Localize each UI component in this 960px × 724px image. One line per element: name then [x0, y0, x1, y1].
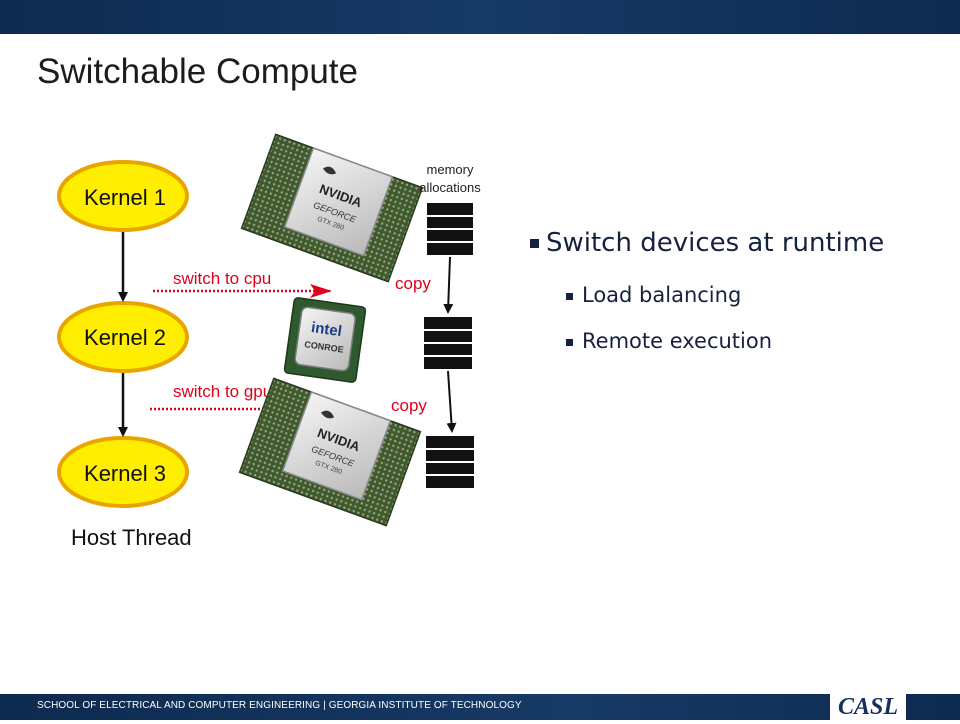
memory-label-line1: memory — [427, 162, 474, 177]
copy-arrow-1 — [443, 256, 454, 314]
kernel-1-node: Kernel 1 — [57, 160, 189, 232]
bullet-square-icon — [566, 338, 573, 346]
host-thread-label: Host Thread — [71, 525, 192, 550]
bullet-square-icon — [530, 239, 539, 248]
bullet-square-icon — [566, 292, 573, 300]
cpu-chip: intel CONROE — [283, 297, 367, 383]
kernel-2-label: Kernel 2 — [84, 325, 166, 350]
memory-label-line2: allocations — [419, 180, 481, 195]
footer-text: SCHOOL OF ELECTRICAL AND COMPUTER ENGINE… — [37, 700, 522, 711]
memory-block-1 — [427, 203, 473, 255]
kernel-3-label: Kernel 3 — [84, 461, 166, 486]
bullet-sub-1: Load balancing — [566, 283, 741, 307]
gpu-chip-top: NVIDIA GEFORCE GTX 280 — [240, 133, 424, 283]
bullet-sub-2: Remote execution — [566, 329, 772, 353]
kernel-1-label: Kernel 1 — [84, 185, 166, 210]
switch-to-cpu-label: switch to cpu — [173, 269, 271, 288]
footer-bar: SCHOOL OF ELECTRICAL AND COMPUTER ENGINE… — [0, 690, 960, 720]
bullet-main-text: Switch devices at runtime — [546, 228, 885, 258]
copy-label-2: copy — [391, 396, 427, 415]
bullet-sub-2-text: Remote execution — [582, 329, 773, 353]
copy-label-1: copy — [395, 274, 431, 293]
slide-title: Switchable Compute — [37, 52, 358, 91]
bullet-sub-1-text: Load balancing — [582, 283, 742, 307]
casl-logo: CASL — [830, 690, 906, 720]
switch-to-gpu-label: switch to gpu — [173, 382, 272, 401]
gpu-chip-bottom: NVIDIA GEFORCE GTX 280 — [238, 377, 422, 527]
cpu-brand: intel — [310, 319, 343, 340]
kernel-3-node: Kernel 3 — [57, 436, 189, 508]
top-banner — [0, 0, 960, 34]
copy-arrow-2 — [446, 370, 457, 433]
bullet-main: Switch devices at runtime — [530, 228, 884, 258]
memory-block-3 — [426, 436, 474, 488]
kernel-2-node: Kernel 2 — [57, 301, 189, 373]
memory-block-2 — [424, 317, 472, 369]
